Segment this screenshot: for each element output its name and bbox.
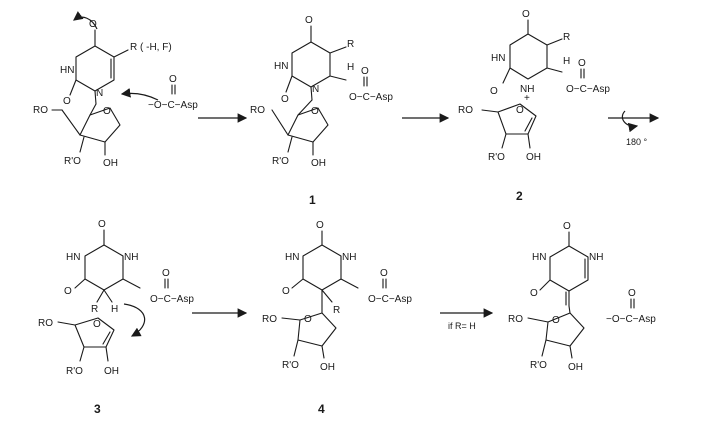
r-prime-o-label: R'O (272, 156, 289, 167)
h-label: H (347, 62, 354, 73)
h-label: H (563, 56, 570, 67)
carbonyl-o-label-2: O (282, 286, 290, 297)
ro-label: RO (33, 105, 48, 116)
carboxylate-label: −O−C−Asp (148, 100, 198, 111)
carbonyl-o-label: O (563, 221, 571, 232)
r-label: R (347, 39, 354, 50)
nh-label: NH (124, 252, 138, 263)
hn-label: HN (274, 61, 288, 72)
carbonyl-o-label: O (98, 219, 106, 230)
ester-o-label: O (361, 66, 369, 77)
carbonyl-o-label: O (316, 220, 324, 231)
structure-compound-1: O HN O N R H O−C−Asp O RO O R'O OH 1 (250, 15, 393, 207)
oxocarbenium-plus: + (524, 93, 530, 104)
r-prime-o-label: R'O (66, 366, 83, 377)
oh-label: OH (320, 362, 335, 373)
ester-label: O−C−Asp (349, 92, 393, 103)
structure-compound-2: O HN O NH R H O−C−Asp O RO O + R'O OH 2 (458, 9, 610, 203)
ro-label: RO (262, 314, 277, 325)
r-label: R (333, 305, 340, 316)
structure-compound-4: O HN NH O R O−C−Asp O RO O R'O OH 4 (262, 220, 412, 416)
compound-1-label: 1 (309, 193, 316, 207)
compound-3-label: 3 (94, 402, 101, 416)
ro-label: RO (38, 318, 53, 329)
carbonyl-o-label-2: O (490, 86, 498, 97)
r-prime-o-label: R'O (64, 156, 81, 167)
oh-label: OH (103, 158, 118, 169)
hn-label: HN (491, 53, 505, 64)
carboxylate-o-label: O (169, 74, 177, 85)
compound-2-label: 2 (516, 189, 523, 203)
r-prime-o-label: R'O (282, 360, 299, 371)
carbonyl-o-label: O (522, 9, 530, 20)
r-prime-o-label: R'O (530, 360, 547, 371)
nh-label: NH (342, 252, 356, 263)
r-label: R (91, 304, 98, 315)
carbonyl-o-label-2: O (281, 94, 289, 105)
nh-label: NH (589, 252, 603, 263)
ro-label: RO (508, 314, 523, 325)
nh-label: NH (520, 84, 534, 95)
ester-o-label: O (380, 268, 388, 279)
hn-label: HN (60, 65, 74, 76)
oh-label: OH (104, 366, 119, 377)
hn-label: HN (66, 252, 80, 263)
carbonyl-o-label-2: O (63, 96, 71, 107)
ester-o-label: O (162, 268, 170, 279)
carbonyl-o-label: O (89, 19, 97, 30)
ring-o-label: O (93, 319, 101, 330)
oh-label: OH (568, 362, 583, 373)
ring-o-label: O (103, 106, 111, 117)
structure-pseudouridine: O HN NH O RO O R'O OH −O−C−Asp O (508, 221, 656, 373)
r-substituent-label: ( -H, F) (140, 42, 172, 53)
structure-uracil-nucleoside: O HN O N R ( -H, F) RO O R'O OH −O−C−Asp… (33, 11, 198, 169)
oh-label: OH (526, 152, 541, 163)
carbonyl-o-label-2: O (530, 288, 538, 299)
hn-label: HN (532, 252, 546, 263)
ester-label: O−C−Asp (368, 294, 412, 305)
n1-label: N (96, 88, 103, 99)
condition-label: if R= H (448, 321, 476, 331)
carboxylate-label: −O−C−Asp (606, 314, 656, 325)
ester-label: O−C−Asp (566, 84, 610, 95)
ring-o-label: O (311, 106, 319, 117)
r-label: R (130, 42, 137, 53)
compound-4-label: 4 (318, 402, 325, 416)
structure-compound-3: O HN NH O R H O−C−Asp O RO O R'O OH 3 (38, 219, 194, 416)
ester-label: O−C−Asp (150, 294, 194, 305)
carbonyl-o-label-2: O (64, 286, 72, 297)
n1-label: N (312, 84, 319, 95)
rotation-arrow (621, 110, 639, 133)
rotation-label: 180 ° (626, 137, 648, 147)
ro-label: RO (458, 105, 473, 116)
carboxylate-o-label: O (628, 288, 636, 299)
ro-label: RO (250, 105, 265, 116)
r-label: R (563, 32, 570, 43)
oh-label: OH (311, 158, 326, 169)
hn-label: HN (285, 252, 299, 263)
h-label: H (111, 304, 118, 315)
ester-o-label: O (578, 58, 586, 69)
ring-o-label: O (304, 314, 312, 325)
carbonyl-o-label: O (305, 15, 313, 26)
ring-o-label: O (516, 105, 524, 116)
r-prime-o-label: R'O (488, 152, 505, 163)
ring-o-label: O (552, 315, 560, 326)
